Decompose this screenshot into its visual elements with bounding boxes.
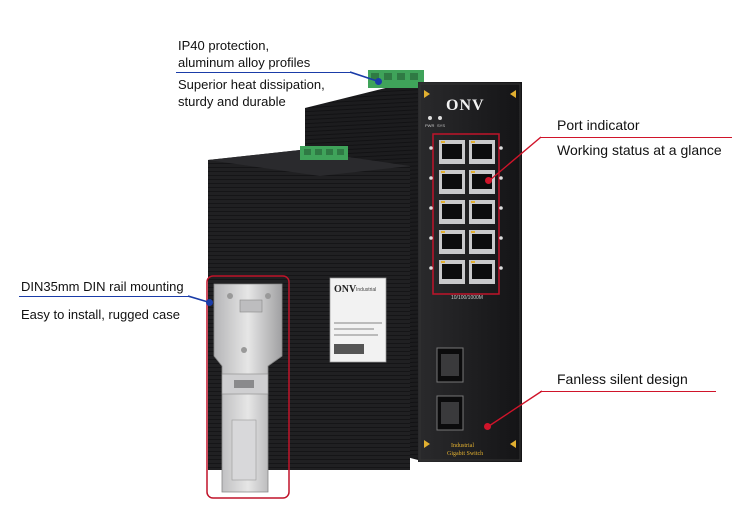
port-leds bbox=[428, 116, 503, 270]
rj45-port-socket bbox=[442, 264, 462, 279]
rj45-port-socket bbox=[442, 234, 462, 249]
port-led bbox=[441, 201, 445, 203]
callout-ip40-title-line2: aluminum alloy profiles bbox=[178, 55, 311, 70]
callout-ip40-body-line1: Superior heat dissipation, bbox=[178, 77, 325, 92]
side-label-sub: Industrial bbox=[356, 287, 377, 293]
led-label-sys: SYS bbox=[437, 123, 446, 128]
port-led bbox=[441, 171, 445, 173]
port-led bbox=[441, 141, 445, 143]
callout-fanless-title: Fanless silent design bbox=[557, 371, 688, 387]
callout-ip40-title-line1: IP40 protection, bbox=[178, 38, 270, 53]
front-label-line2: Gigabit Switch bbox=[447, 451, 484, 457]
rj45-port-socket bbox=[472, 264, 492, 279]
rj45-port-socket bbox=[472, 204, 492, 219]
callout-ip40-line bbox=[176, 72, 352, 73]
callout-din-connector bbox=[188, 295, 209, 303]
front-label-line1: Industrial bbox=[451, 443, 474, 449]
port-indicator-highlight bbox=[432, 133, 500, 295]
callout-fanless-connector bbox=[488, 390, 543, 427]
callout-din-title: DIN35mm DIN rail mounting bbox=[21, 279, 184, 294]
led-label-pwr: PWR bbox=[425, 123, 435, 128]
port-led bbox=[471, 261, 475, 263]
rj45-port-grid bbox=[439, 140, 495, 284]
port-led bbox=[471, 171, 475, 173]
port-led bbox=[441, 261, 445, 263]
side-label-brand: ONV bbox=[334, 284, 357, 295]
terminal-block-top bbox=[368, 70, 424, 88]
sfp-ports bbox=[436, 347, 464, 431]
callout-fanless-line bbox=[540, 391, 716, 392]
port-led bbox=[471, 231, 475, 233]
brand-logo: ONV bbox=[446, 97, 485, 114]
callout-fanless-dot bbox=[484, 423, 491, 430]
rj45-port-socket bbox=[472, 234, 492, 249]
callout-port-title: Port indicator bbox=[557, 117, 640, 133]
terminal-block-front bbox=[300, 146, 348, 160]
callout-ip40-connector bbox=[350, 71, 381, 83]
callout-din-body: Easy to install, rugged case bbox=[21, 307, 180, 322]
port-speed-label: 10/100/1000M bbox=[451, 295, 483, 301]
rj45-port-socket bbox=[442, 174, 462, 189]
callout-din-line bbox=[19, 296, 189, 297]
rj45-port-socket bbox=[472, 144, 492, 159]
callout-port-connector bbox=[489, 136, 542, 181]
callout-port-dot bbox=[485, 177, 492, 184]
callout-ip40-dot bbox=[375, 78, 382, 85]
din-rail-clip bbox=[206, 275, 290, 499]
callout-port-body: Working status at a glance bbox=[557, 142, 722, 158]
rj45-port-socket bbox=[442, 204, 462, 219]
port-led bbox=[471, 141, 475, 143]
callout-ip40-body-line2: sturdy and durable bbox=[178, 94, 286, 109]
callout-port-line bbox=[540, 137, 732, 138]
callout-din-dot bbox=[206, 299, 213, 306]
port-led bbox=[471, 201, 475, 203]
port-led bbox=[441, 231, 445, 233]
rj45-port-socket bbox=[442, 144, 462, 159]
